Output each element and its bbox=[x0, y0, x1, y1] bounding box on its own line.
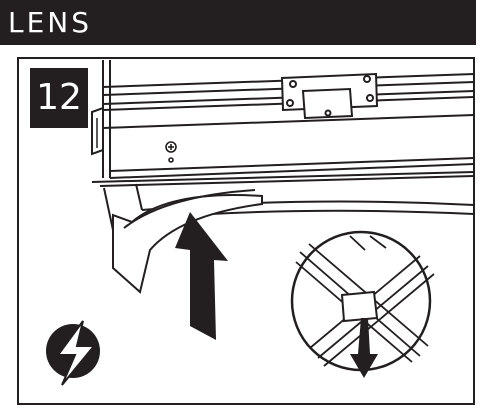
step-number-badge: 12 bbox=[30, 68, 88, 128]
detail-inset bbox=[290, 230, 435, 378]
header-title: LENS bbox=[8, 6, 93, 39]
down-arrow-icon bbox=[350, 318, 378, 378]
fixture-housing bbox=[102, 60, 475, 179]
lens-panel bbox=[112, 189, 263, 294]
mounting-bracket bbox=[280, 72, 379, 120]
lens-clip bbox=[340, 290, 379, 323]
header-bar: LENS bbox=[0, 0, 476, 45]
panel-frame bbox=[17, 57, 475, 405]
diagram-panel bbox=[17, 57, 475, 405]
housing-screw bbox=[165, 141, 177, 163]
electrical-hazard-icon bbox=[41, 320, 100, 386]
up-arrow-icon bbox=[175, 212, 228, 340]
